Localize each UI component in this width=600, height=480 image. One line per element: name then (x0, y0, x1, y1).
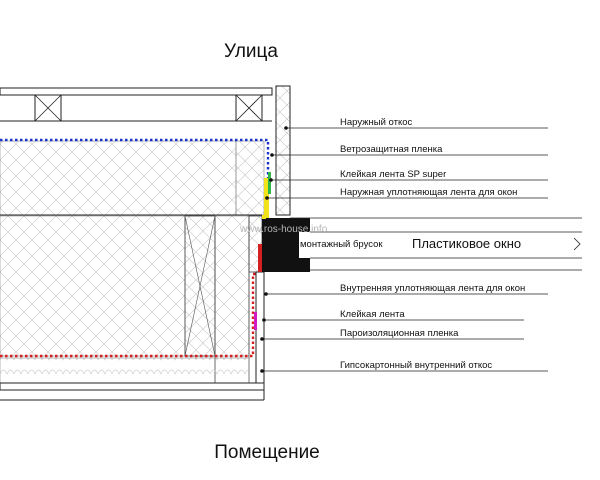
label-tape: Клейкая лента (340, 309, 405, 320)
counter-batten-right (235, 94, 263, 122)
vapor-film-line (0, 272, 262, 358)
heading-outside: Улица (224, 41, 278, 62)
watermark: www.ros-house.info (239, 224, 328, 235)
frame-insulation (0, 215, 250, 383)
label-window: Пластиковое окно (412, 236, 521, 251)
label-mounting-bar: монтажный брусок (300, 239, 383, 250)
window-glazing (290, 217, 582, 271)
inner-lining (0, 357, 250, 384)
drywall-slope-board (0, 271, 265, 401)
inner-seal-strip (258, 244, 262, 272)
label-tape-sp: Клейкая лента SP super (340, 169, 446, 180)
mounting-bar (262, 238, 266, 244)
label-inner-seal: Внутренняя уплотняющая лента для окон (340, 283, 525, 294)
label-outer-seal: Наружная уплотняющая лента для окон (340, 187, 517, 198)
counter-batten-left (34, 94, 62, 122)
label-vapor-film: Пароизоляционная пленка (340, 328, 459, 339)
label-outer-slope: Наружный откос (340, 117, 413, 128)
outer-slope-board (275, 85, 291, 216)
tape-strip (254, 312, 257, 330)
leaders (260, 126, 548, 373)
tape-sp-strip (268, 172, 271, 194)
label-drywall-slope: Гипсокартонный внутренний откос (340, 360, 492, 371)
label-wind-film: Ветрозащитная пленка (340, 144, 443, 155)
top-sheathing (0, 87, 273, 96)
outer-insulation (0, 140, 265, 216)
heading-inside: Помещение (214, 442, 320, 463)
